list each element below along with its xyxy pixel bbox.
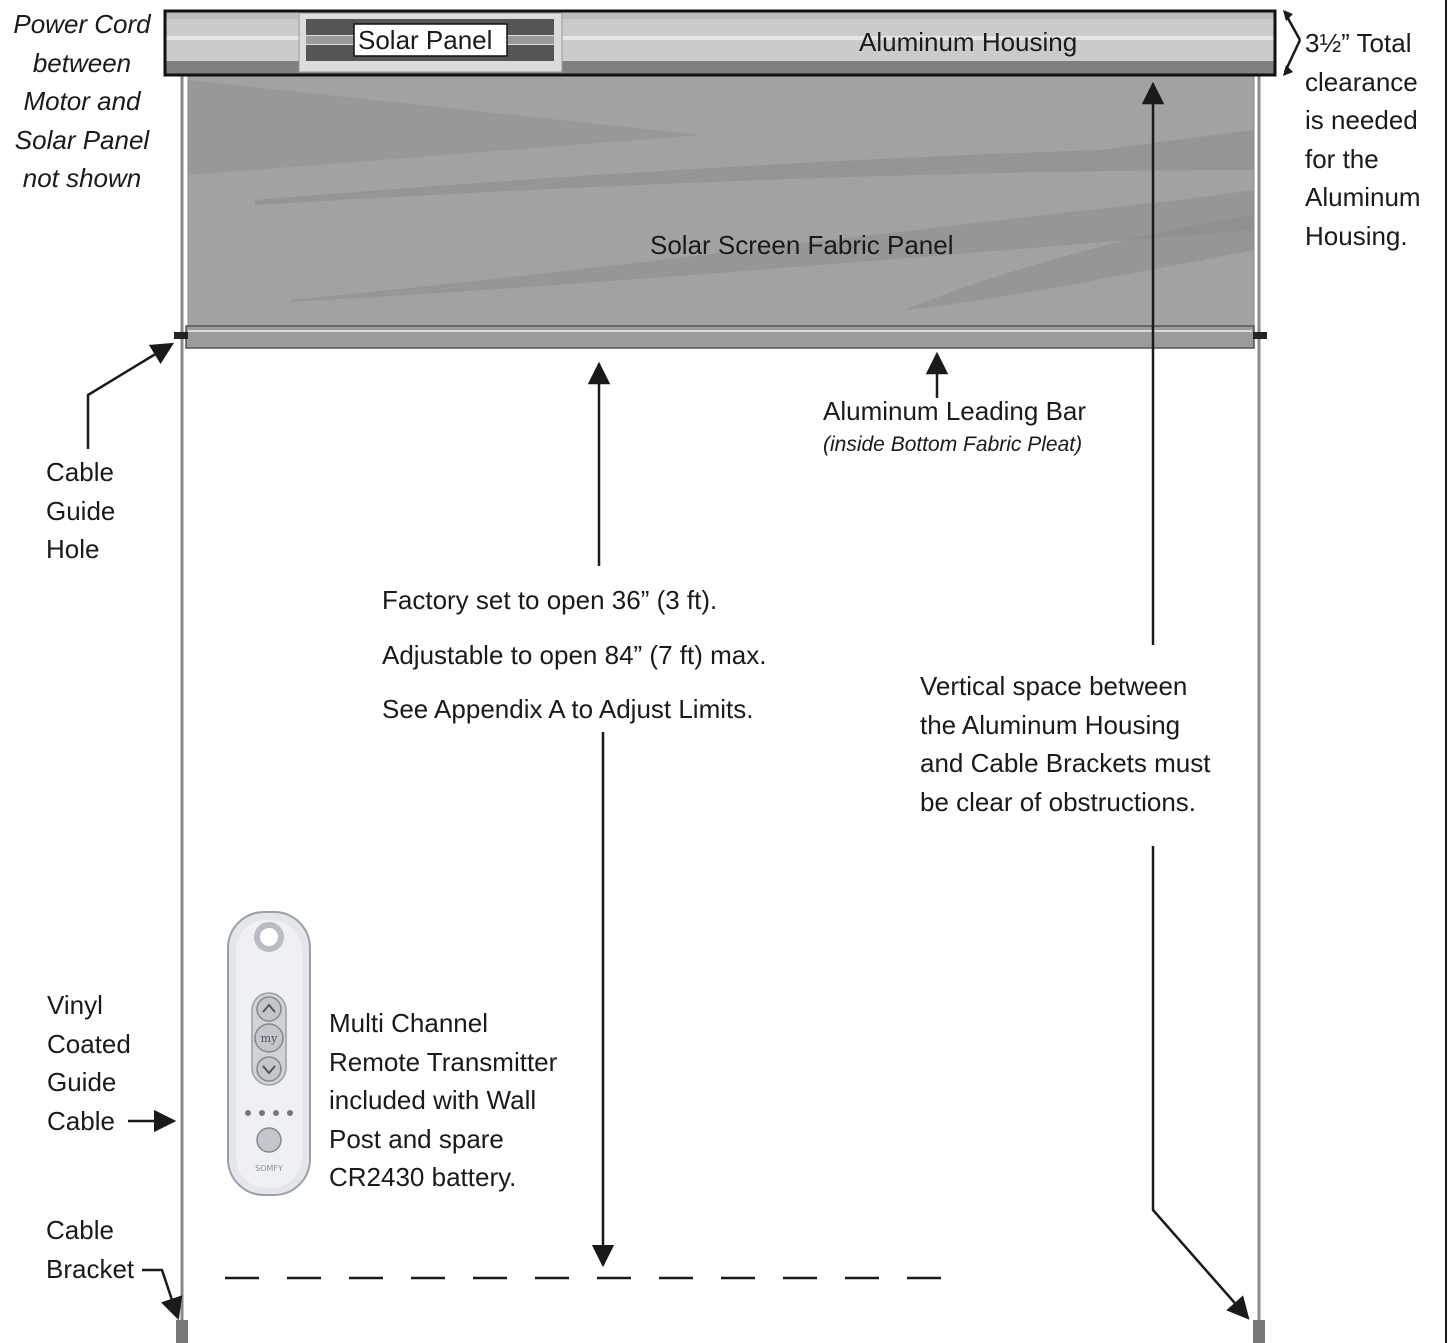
guide-cable-line: Guide [47, 1067, 117, 1097]
clearance-note: 3½” Total clearance is needed for the Al… [1305, 24, 1421, 255]
guide-cable-line: Vinyl [47, 990, 103, 1020]
guide-cable-line: Cable [47, 1105, 115, 1136]
cable-guide-hole-arrow [86, 342, 174, 449]
remote-note-line: Multi Channel [329, 1008, 488, 1038]
power-cord-line: Solar Panel [14, 124, 150, 155]
remote-note-line: included with Wall [329, 1085, 537, 1115]
power-cord-note: Power Cord between Motor and Solar Panel… [4, 5, 160, 198]
power-cord-line: between [32, 47, 132, 78]
cable-guide-hole-line: Guide [46, 495, 116, 526]
remote-brand-label: SOMFY [255, 1164, 283, 1173]
clearance-line: is needed [1305, 105, 1418, 135]
remote-note-line: Post and spare [329, 1123, 504, 1154]
open-note-line: Factory set to open 36” (3 ft). [382, 585, 718, 615]
cable-bracket-line: Bracket [46, 1253, 135, 1284]
clearance-line: clearance [1305, 66, 1418, 97]
fabric-panel-label: Solar Screen Fabric Panel [650, 230, 954, 260]
leading-bar-label: Aluminum Leading Bar (inside Bottom Fabr… [823, 392, 1086, 459]
cable-guide-hole-line: Cable [46, 457, 114, 487]
cable-bracket-line: Cable [46, 1215, 114, 1245]
fabric-panel [187, 73, 1255, 337]
remote-note-line: Remote Transmitter [329, 1046, 558, 1077]
power-cord-line: not shown [22, 163, 142, 193]
remote-transmitter: my SOMFY [227, 911, 311, 1196]
leading-bar-sublabel: (inside Bottom Fabric Pleat) [823, 432, 1083, 456]
solar-panel [298, 12, 563, 73]
vertical-space-line: be clear of obstructions. [920, 786, 1197, 817]
clearance-arrow [1283, 10, 1302, 76]
vertical-space-line: the Aluminum Housing [920, 709, 1181, 740]
vertical-space-line: and Cable Brackets must [920, 748, 1211, 778]
clearance-line: Aluminum [1305, 182, 1421, 212]
solar-panel-label: Solar Panel [358, 25, 493, 55]
remote-note-line: CR2430 battery. [329, 1162, 517, 1192]
open-note-line: See Appendix A to Adjust Limits. [382, 694, 754, 724]
cable-guide-hole-label: Cable Guide Hole [46, 453, 115, 569]
cable-guide-hole-line: Hole [46, 534, 100, 564]
guide-cable-line: Coated [47, 1028, 131, 1059]
open-notes: Factory set to open 36” (3 ft). Adjustab… [382, 573, 766, 737]
vertical-space-note: Vertical space between the Aluminum Hous… [920, 667, 1210, 821]
leading-bar [174, 325, 1267, 349]
power-cord-line: Motor and [23, 86, 141, 116]
right-cable-bracket [1253, 1320, 1265, 1343]
guide-cable-label: Vinyl Coated Guide Cable [47, 986, 131, 1140]
clearance-line: for the [1305, 143, 1379, 174]
vertical-space-line: Vertical space between [920, 671, 1188, 701]
cable-bracket-arrow [142, 1268, 183, 1321]
open-note-line: Adjustable to open 84” (7 ft) max. [382, 639, 767, 670]
page-frame-right [1445, 0, 1447, 1343]
power-cord-line: Power Cord [13, 9, 151, 39]
left-cable-bracket [176, 1320, 188, 1343]
clearance-line: 3½” Total [1305, 28, 1412, 58]
remote-my-label: my [261, 1032, 278, 1045]
cable-bracket-label: Cable Bracket [46, 1211, 134, 1288]
remote-note: Multi Channel Remote Transmitter include… [329, 1004, 557, 1197]
bracket-space-arrow [1151, 846, 1250, 1320]
leading-bar-title: Aluminum Leading Bar [823, 396, 1087, 426]
clearance-line: Housing. [1305, 220, 1408, 251]
aluminum-housing-label: Aluminum Housing [859, 27, 1078, 57]
